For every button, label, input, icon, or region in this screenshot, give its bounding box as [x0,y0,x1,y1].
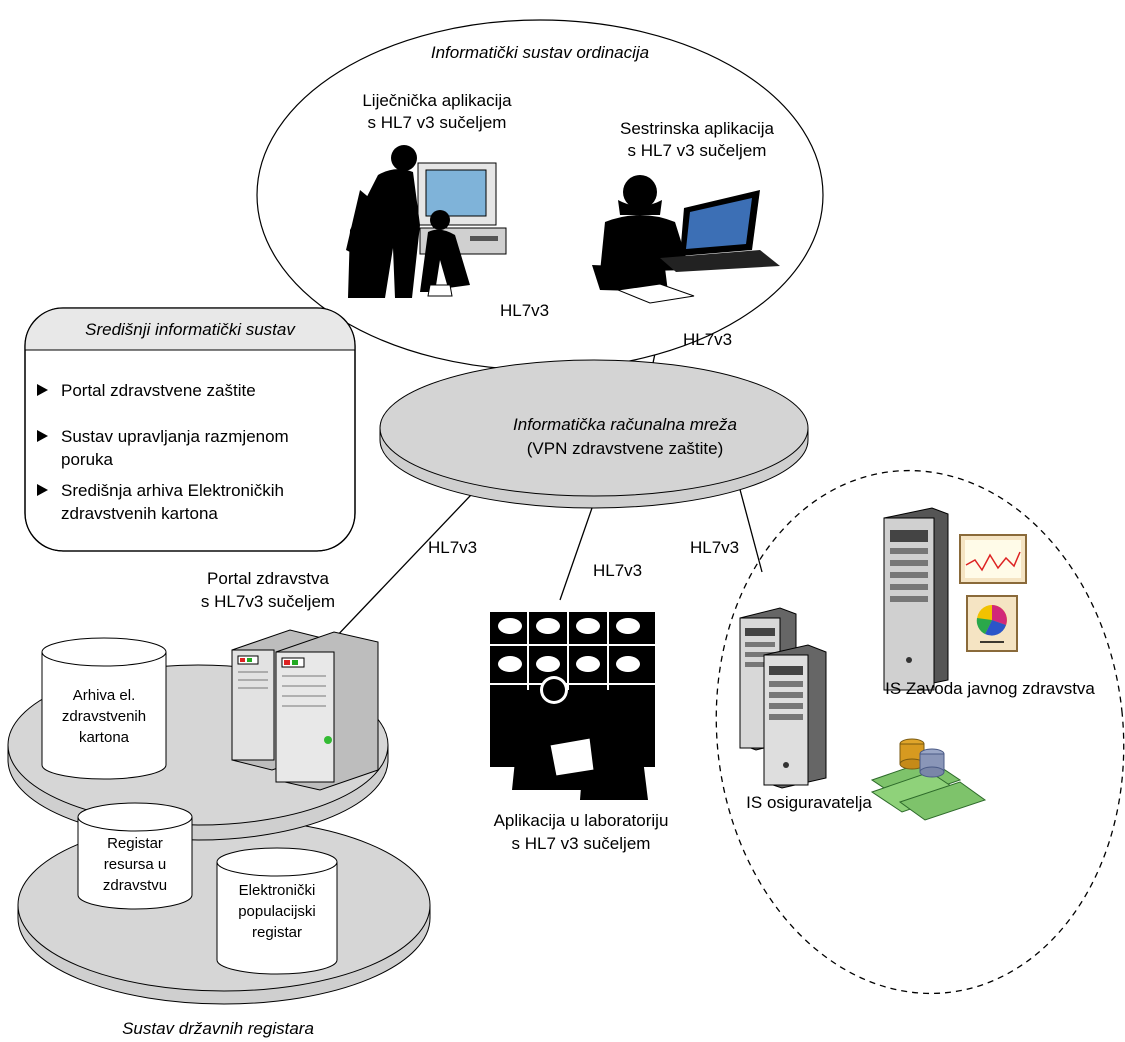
hl7-external-label: HL7v3 [690,538,739,557]
population-label-3: registar [252,924,302,941]
resources-label-3: zdravstvu [103,877,167,894]
registers-caption: Sustav državnih registara [122,1019,314,1038]
archive-label-1: Arhiva el. [73,687,136,704]
hl7-nurse-label: HL7v3 [683,330,732,349]
central-item-3-line-1: Središnja arhiva Elektroničkih [61,481,284,500]
archive-label-2: zdravstvenih [62,708,146,725]
population-label-1: Elektronički [239,882,316,899]
central-system-box [24,307,356,552]
bullet-icon [37,484,48,496]
network-title: Informatička računalna mreža [513,415,737,434]
central-title: Središnji informatički sustav [85,320,296,339]
central-item-1: Portal zdravstvene zaštite [61,381,256,400]
doctor-app-label-1: Liječnička aplikacija [362,91,512,110]
pie-chart-icon [966,595,1018,652]
nurse-app-label-1: Sestrinska aplikacija [620,119,775,138]
archive-database-icon [41,637,167,780]
line-chart-icon [959,534,1027,584]
public-health-server-icon [883,507,949,691]
hl7-portal-label: HL7v3 [428,538,477,557]
insurer-server-icon [739,607,827,789]
network-subtitle: (VPN zdravstvene zaštite) [527,439,724,458]
portal-label-1: Portal zdravstva [207,569,329,588]
resources-label-1: Registar [107,835,163,852]
public-health-label: IS Zavoda javnog zdravstva [885,679,1095,698]
central-item-2-line-2: poruka [61,450,114,469]
link-external [737,481,763,573]
central-item-3-line-2: zdravstvenih kartona [61,504,218,523]
lab-staff-icon [490,612,655,800]
population-database-icon [216,847,338,975]
central-item-2-line-1: Sustav upravljanja razmjenom [61,427,289,446]
nurse-laptop-icon [592,175,780,304]
doctor-app-label-2: s HL7 v3 sučeljem [368,113,507,132]
central-items: Portal zdravstvene zaštite Sustav upravl… [37,381,289,523]
nurse-app-label-2: s HL7 v3 sučeljem [628,141,767,160]
bullet-icon [37,430,48,442]
ordinacija-title: Informatički sustav ordinacija [431,43,649,62]
portal-label-2: s HL7v3 sučeljem [201,592,335,611]
hl7-lab-label: HL7v3 [593,561,642,580]
resources-database-icon [77,802,193,910]
archive-label-3: kartona [79,729,130,746]
resources-label-2: resursa u [104,856,167,873]
portal-server-icon [231,629,379,791]
bullet-icon [37,384,48,396]
network-disk [379,359,809,509]
link-portal [332,474,491,641]
hl7-doctor-label: HL7v3 [500,301,549,320]
insurer-label: IS osiguravatelja [746,793,872,812]
lab-label-2: s HL7 v3 sučeljem [512,834,651,853]
doctor-computer-icon [346,145,507,298]
lab-label-1: Aplikacija u laboratoriju [494,811,669,830]
population-label-2: populacijski [238,903,316,920]
money-icon [870,738,987,821]
external-systems-boundary [715,469,1125,995]
